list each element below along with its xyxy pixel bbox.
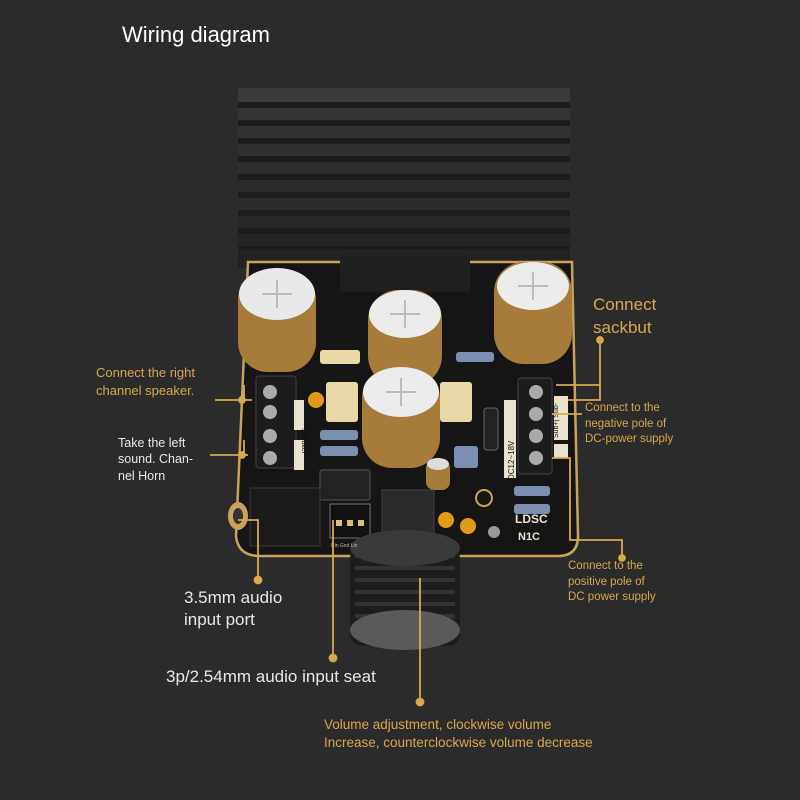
op-amp-chip: [319, 469, 371, 501]
power-terminals: [504, 377, 568, 478]
board-sub-marking: Sub+| Sub-: [553, 402, 560, 438]
board-dc-marking: DC12~18V: [507, 440, 516, 480]
resistors: [308, 350, 550, 538]
label-volume: Volume adjustment, clockwise volume Incr…: [324, 716, 593, 752]
label-line: 3p/2.54mm audio input seat: [166, 667, 376, 686]
label-line: input port: [184, 610, 255, 630]
board-brand: LDSC: [515, 512, 548, 526]
volume-knob: [350, 530, 460, 650]
label-sackbut: Connect sackbut: [593, 294, 656, 340]
label-line: channel speaker.: [96, 382, 195, 398]
capacitors: [238, 262, 572, 490]
label-line: Connect: [593, 295, 657, 314]
label-line: Connect to the: [585, 402, 660, 414]
audio-input-header: [329, 489, 435, 539]
speaker-terminals: [255, 375, 304, 470]
board-speaker-marking-right: Speaker: [509, 401, 516, 428]
leader-lines: [210, 336, 626, 707]
label-line: 3.5mm audio: [184, 588, 283, 607]
label-line: Increase, counterclockwise volume decrea…: [324, 735, 593, 751]
label-line: Connect the right: [96, 365, 196, 380]
label-line: nel Horn: [118, 468, 166, 483]
label-positive-pole: Connect to the positive pole of DC power…: [568, 559, 656, 606]
label-line: Connect to the: [568, 560, 643, 572]
heatsink: [238, 88, 570, 268]
label-left-channel: Take the left sound. Chan- nel Horn: [118, 435, 193, 484]
board-model: N1C: [518, 531, 540, 543]
board-input-marking: Rin Gnd Lin: [331, 543, 358, 549]
label-negative-pole: Connect to the negative pole of DC-power…: [585, 401, 673, 448]
label-line: DC power supply: [568, 591, 656, 604]
label-line: sound. Chan-: [118, 452, 194, 467]
label-audio-seat: 3p/2.54mm audio input seat: [166, 666, 376, 688]
label-line: sackbut: [593, 317, 652, 337]
label-line: DC-power supply: [585, 433, 674, 446]
page-title: Wiring diagram: [122, 22, 270, 47]
label-right-channel: Connect the right channel speaker.: [96, 364, 195, 399]
board-speaker-marking-left: Speaker: [300, 428, 307, 455]
label-audio-port: 3.5mm audio input port: [184, 587, 282, 631]
label-line: negative pole of: [585, 417, 667, 430]
label-line: Volume adjustment, clockwise volume: [324, 717, 552, 732]
audio-jack: [228, 487, 321, 547]
label-line: positive pole of: [568, 575, 645, 588]
label-line: Take the left: [118, 436, 186, 450]
